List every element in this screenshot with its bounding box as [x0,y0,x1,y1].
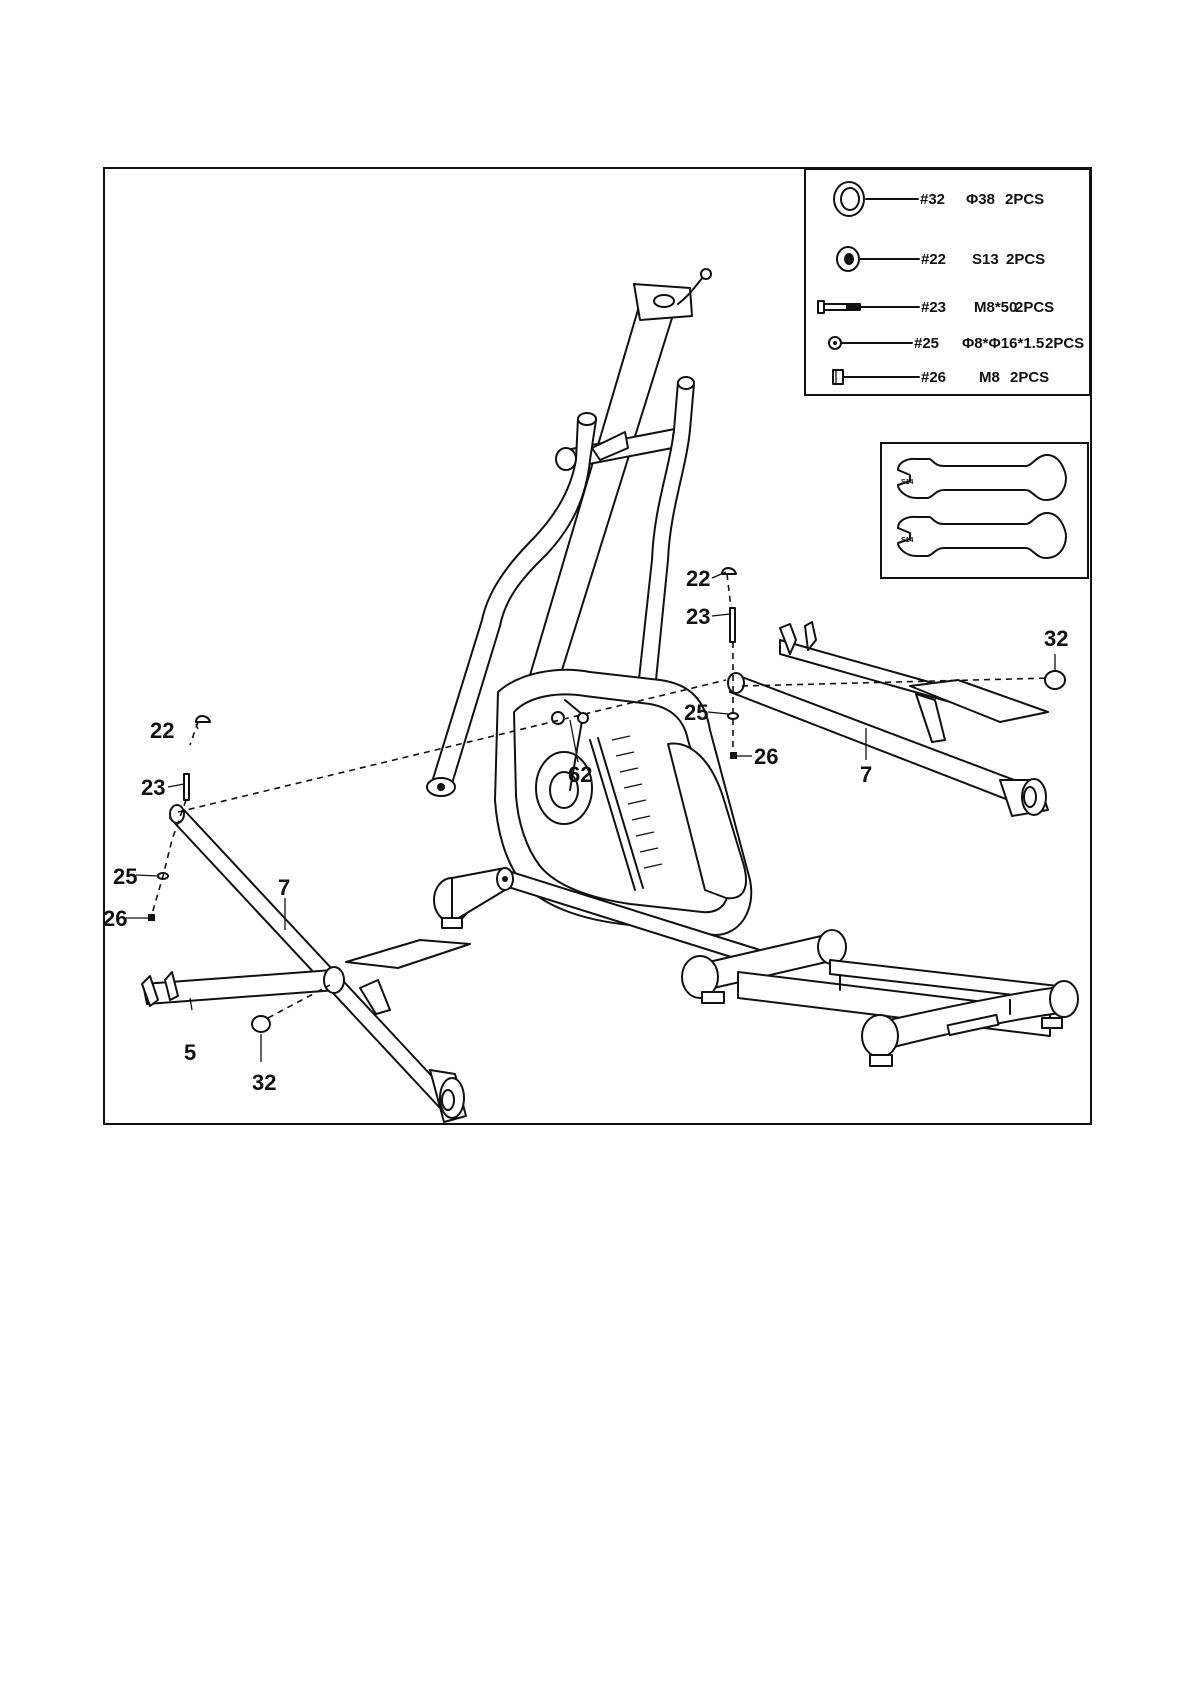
callout-left-23: 23 [141,775,165,800]
wrench-tools-box: S14 S14 [881,443,1088,578]
callout-right-32: 32 [1044,626,1068,651]
lock-nut-icon [148,914,155,921]
right-hardware [722,568,1065,759]
hardware-part-number: #22 [921,251,946,268]
callout-left-7: 7 [278,875,290,900]
elliptical-trainer-drawing: 22 23 25 26 7 5 32 22 23 25 26 7 32 62 [103,269,1078,1122]
end-cap-icon [1045,671,1065,689]
callout-left-25: 25 [113,864,137,889]
hardware-spec: M8 [979,369,1000,386]
hardware-legend: #32 Φ38 2PCS #22 S13 2PCS #23 M8*50 2PCS… [805,169,1090,395]
assembly-path-line [727,574,733,752]
hardware-quantity: 2PCS [1015,299,1054,316]
base-frame [434,868,1078,1066]
hardware-spec: M8*50 [974,299,1017,316]
callout-left-22: 22 [150,718,174,743]
hardware-spec: S13 [972,251,999,268]
bolt-icon [184,774,189,800]
end-cap-icon [252,1016,270,1032]
callout-right-7: 7 [860,762,872,787]
lock-nut-icon [730,752,737,759]
hardware-quantity: 2PCS [1010,369,1049,386]
callout-left-5: 5 [184,1040,196,1065]
callout-right-25: 25 [684,700,708,725]
nut-icon [196,716,210,722]
wrench-size-label: S14 [901,537,914,544]
hardware-quantity: 2PCS [1045,335,1084,352]
hardware-part-number: #25 [914,335,939,352]
left-pedal-arm [142,805,470,1122]
callout-right-23: 23 [686,604,710,629]
wrench-size-label: S14 [901,479,914,486]
hardware-part-number: #32 [920,191,945,208]
callout-center-62: 62 [568,762,592,787]
right-pedal-arm [728,622,1048,816]
right-moving-arm [638,377,694,690]
callout-left-26: 26 [103,906,127,931]
hardware-spec: Φ8*Φ16*1.5 [962,335,1044,352]
hardware-part-number: #23 [921,299,946,316]
callout-left-32: 32 [252,1070,276,1095]
callout-right-26: 26 [754,744,778,769]
hardware-quantity: 2PCS [1005,191,1044,208]
hardware-spec: Φ38 [966,191,995,208]
hardware-part-number: #26 [921,369,946,386]
callout-right-22: 22 [686,566,710,591]
bolt-icon [730,608,735,642]
console-mast [525,269,711,702]
hardware-quantity: 2PCS [1006,251,1045,268]
